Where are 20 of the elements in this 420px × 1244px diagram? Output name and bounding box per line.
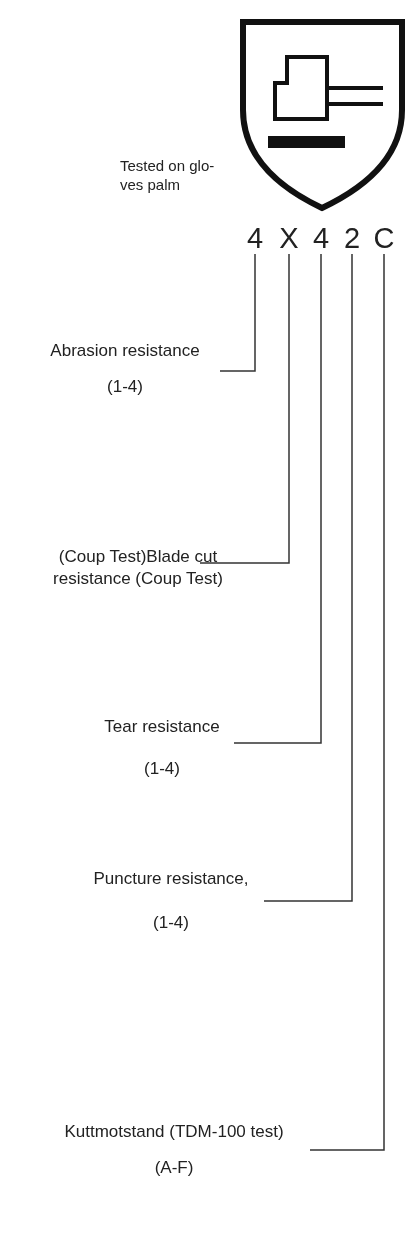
rating-digit: 4: [308, 222, 334, 254]
property-label: Puncture resistance,: [92, 868, 250, 890]
range-label: (1-4): [106, 376, 144, 398]
property-label: (Coup Test)Blade cut resistance (Coup Test): [52, 546, 224, 590]
leader-line: [199, 253, 290, 564]
rating-digit: X: [276, 222, 302, 254]
leader-line: [309, 253, 385, 1151]
property-label: Kuttmotstand (TDM-100 test): [63, 1121, 285, 1143]
range-label: (1-4): [143, 758, 181, 780]
rating-digit: C: [371, 222, 397, 254]
leader-line: [233, 253, 322, 744]
note-text: Tested on glo- ves palm: [120, 156, 216, 194]
range-label: (1-4): [152, 912, 190, 934]
leader-line: [263, 253, 353, 902]
rating-digit: 4: [242, 222, 268, 254]
property-label: Abrasion resistance: [49, 340, 201, 362]
rating-digit: 2: [339, 222, 365, 254]
leader-line: [219, 253, 256, 372]
range-label: (A-F): [153, 1157, 195, 1179]
property-label: Tear resistance: [103, 716, 221, 738]
